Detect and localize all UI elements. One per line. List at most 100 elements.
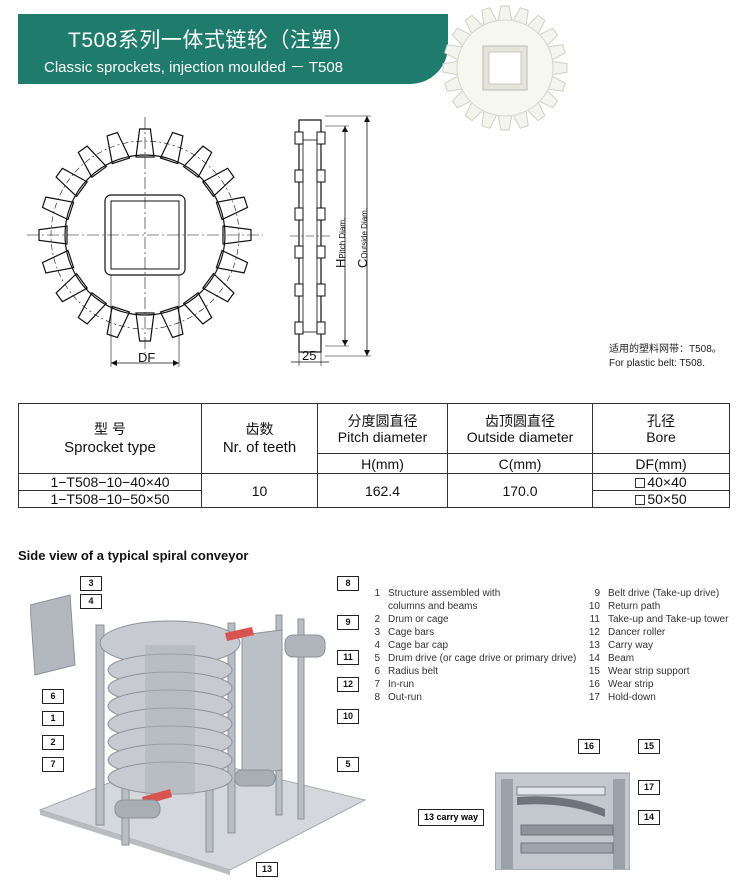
outside-c-symbol: C — [355, 258, 370, 268]
belt-note: 适用的塑料网带：T508。 For plastic belt: T508. — [609, 343, 722, 371]
sprocket-photo — [442, 5, 568, 131]
callout-5: 5 — [337, 757, 359, 772]
title-chinese: T508系列一体式链轮（注塑） — [68, 29, 355, 52]
header-pitch-cn: 分度圆直径 — [347, 412, 418, 429]
callout-8: 8 — [337, 576, 359, 591]
callout-13: 13 — [256, 862, 278, 877]
callout-7: 7 — [42, 757, 64, 772]
header-teeth-cn: 齿数 — [245, 421, 274, 437]
sprocket-tooth — [159, 305, 184, 339]
header-outside-cn: 齿顶圆直径 — [485, 412, 555, 429]
sprocket-tooth — [41, 196, 75, 221]
header-bore: 孔径 Bore — [592, 403, 730, 454]
outside-value: 170.0 — [447, 473, 593, 508]
header-bore-en: Bore — [646, 428, 676, 445]
callout-14: 14 — [638, 810, 660, 825]
callout-16: 16 — [578, 739, 600, 754]
callout-2: 2 — [42, 735, 64, 750]
unit-outside: C(mm) — [447, 453, 593, 474]
sprocket-tooth — [201, 167, 235, 198]
spiral-section-title: Side view of a typical spiral conveyor — [18, 548, 249, 563]
sprocket-side-view — [290, 115, 371, 366]
pitch-subscript: Pitch Diam. — [338, 217, 347, 259]
title-banner: T508系列一体式链轮（注塑） Classic sprockets, injec… — [18, 14, 448, 84]
unit-bore: DF(mm) — [592, 453, 730, 474]
title-english: Classic sprockets, injection moulded － T… — [44, 59, 344, 76]
header-type-cn: 型 号 — [94, 421, 126, 437]
row-bore: 40×40 — [592, 473, 730, 491]
callout-11: 11 — [337, 650, 359, 665]
sprocket-tooth — [135, 312, 155, 342]
header-teeth: 齿数 Nr. of teeth — [201, 403, 318, 474]
header-pitch-en: Pitch diameter — [337, 428, 428, 445]
row-bore: 50×50 — [592, 490, 730, 508]
df-dimension-label: DF — [138, 350, 156, 365]
sprocket-tooth — [135, 128, 155, 158]
header-type-en: Sprocket type — [64, 439, 156, 456]
pitch-diameter-label: HPitch Diam. — [333, 218, 348, 268]
header-teeth-en: Nr. of teeth — [222, 439, 297, 456]
callout-15: 15 — [638, 739, 660, 754]
belt-note-cn: 适用的塑料网带：T508。 — [609, 344, 722, 355]
sprocket-tooth — [182, 291, 213, 325]
callout-6: 6 — [42, 689, 64, 704]
row-type: 1−T508−10−50×50 — [18, 490, 202, 508]
row-type: 1−T508−10−40×40 — [18, 473, 202, 491]
callout-10: 10 — [337, 709, 359, 724]
outside-subscript: Outside Diam. — [360, 207, 369, 259]
sprocket-tooth — [106, 305, 131, 339]
sprocket-tooth — [55, 272, 89, 303]
bore-value: 40×40 — [647, 474, 687, 490]
pitch-h-symbol: H — [333, 258, 348, 268]
callout-17: 17 — [638, 780, 660, 795]
width-dimension-label: 25 — [302, 348, 317, 363]
sprocket-tooth — [215, 196, 249, 221]
header-bore-cn: 孔径 — [647, 412, 675, 429]
sprocket-tooth — [215, 249, 249, 274]
carry-way-label: 13 carry way — [418, 809, 484, 826]
unit-pitch: H(mm) — [317, 453, 448, 474]
sprocket-front-view — [27, 117, 263, 367]
header-sprocket-type: 型 号 Sprocket type — [18, 403, 202, 474]
sprocket-tooth — [201, 272, 235, 303]
sprocket-spec-table: 型 号 Sprocket type 齿数 Nr. of teeth 分度圆直径 … — [18, 403, 730, 508]
sprocket-tooth — [38, 225, 68, 245]
callout-9: 9 — [337, 615, 359, 630]
sprocket-tooth — [77, 145, 108, 179]
sprocket-tooth — [77, 291, 108, 325]
carry-way-detail — [495, 772, 630, 870]
teeth-value: 10 — [201, 473, 318, 508]
sprocket-tooth — [106, 131, 131, 165]
pitch-value: 162.4 — [317, 473, 448, 508]
sprocket-tooth — [222, 225, 252, 245]
sprocket-tooth — [159, 131, 184, 165]
header-outside: 齿顶圆直径 Outside diameter — [447, 403, 593, 454]
sprocket-tooth — [41, 249, 75, 274]
callout-3: 3 — [80, 576, 102, 591]
sprocket-tooth — [55, 167, 89, 198]
square-bore-icon — [635, 478, 646, 488]
callout-1: 1 — [42, 711, 64, 726]
outside-diameter-label: COutside Diam. — [355, 208, 370, 268]
callout-4: 4 — [80, 594, 102, 609]
callout-12: 12 — [337, 677, 359, 692]
header-outside-en: Outside diameter — [466, 428, 574, 445]
bore-value: 50×50 — [647, 491, 687, 507]
spiral-conveyor-illustration — [30, 594, 367, 875]
